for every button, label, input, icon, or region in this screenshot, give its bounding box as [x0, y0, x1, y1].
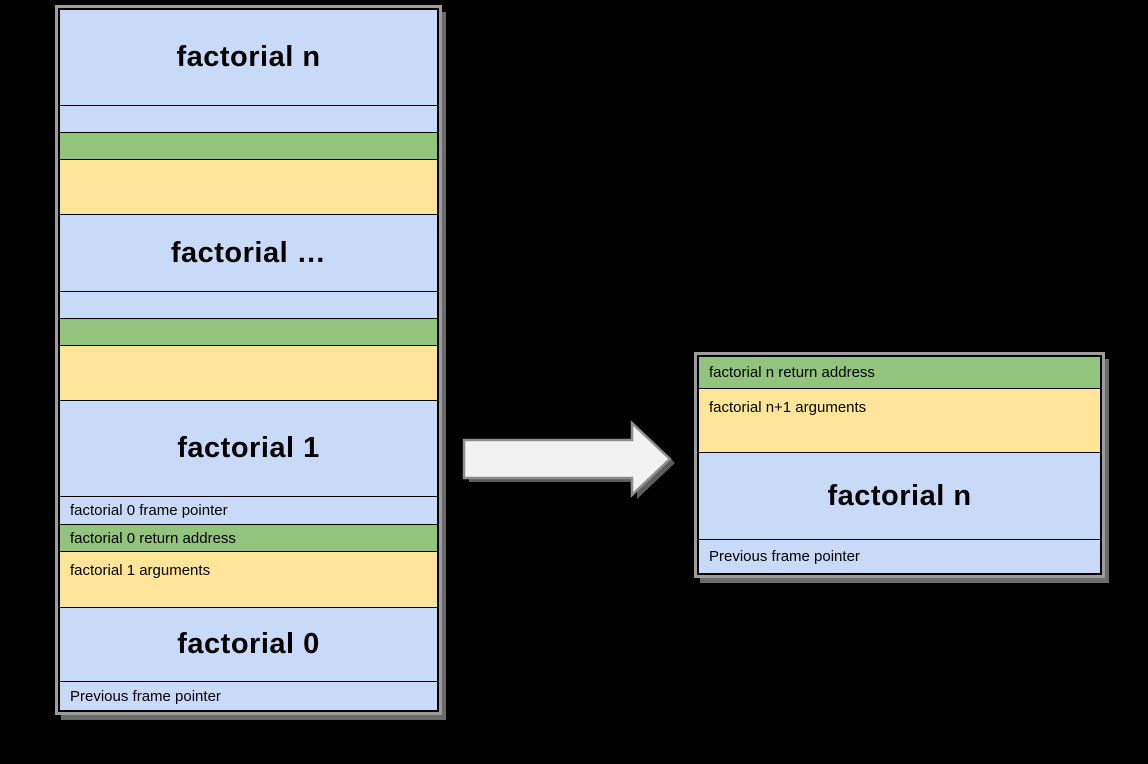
return-address-row: factorial n return address — [699, 357, 1100, 389]
function-frame-row: factorial n — [60, 10, 437, 106]
call-stack-before: factorial n factorial … factorial 1 fact… — [58, 8, 439, 712]
transforms-into-arrow-icon — [462, 420, 678, 504]
return-address-row: factorial 0 return address — [60, 525, 437, 552]
function-frame-row: factorial 0 — [60, 608, 437, 682]
return-address-row — [60, 133, 437, 160]
frame-pointer-row — [60, 292, 437, 319]
return-address-row — [60, 319, 437, 346]
arguments-row — [60, 346, 437, 401]
frame-pointer-row: Previous frame pointer — [60, 682, 437, 710]
function-frame-row: factorial 1 — [60, 401, 437, 497]
arguments-row: factorial 1 arguments — [60, 552, 437, 608]
frame-pointer-row: Previous frame pointer — [699, 540, 1100, 573]
right-arrow-glyph — [462, 420, 672, 498]
arguments-row: factorial n+1 arguments — [699, 389, 1100, 453]
arguments-row — [60, 160, 437, 215]
frame-pointer-row — [60, 106, 437, 133]
stack-frame-after: factorial n return address factorial n+1… — [697, 355, 1102, 575]
function-frame-row: factorial … — [60, 215, 437, 292]
function-frame-row: factorial n — [699, 453, 1100, 540]
frame-pointer-row: factorial 0 frame pointer — [60, 497, 437, 525]
